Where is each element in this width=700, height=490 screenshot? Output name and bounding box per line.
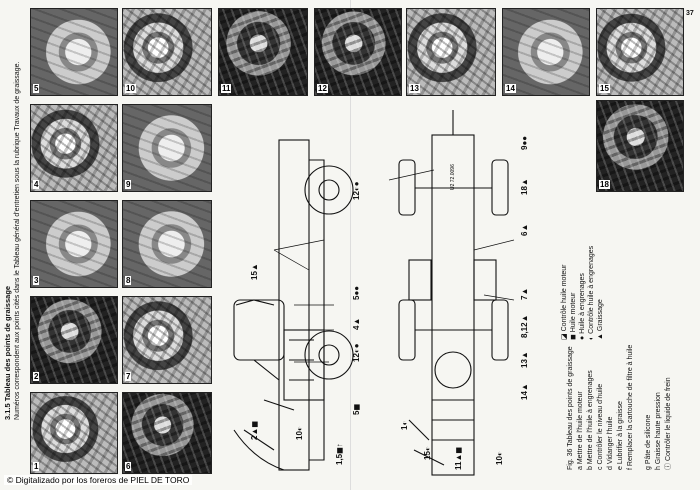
photo-number: 18: [599, 180, 610, 189]
legend-title: Fig. 36 Tableau des points de graissage: [567, 346, 574, 470]
legend-symbol: ▲: [597, 333, 604, 340]
legend-item-1: ◼ Huile moteur: [569, 293, 578, 340]
legend-note: ⓘ Contrôler le liquide de frein: [665, 377, 672, 470]
photo-number: 2: [33, 372, 40, 381]
top-view-drawing: [398, 110, 509, 476]
marker-5b: 5◼: [352, 403, 361, 415]
photo-7: 7: [122, 296, 212, 384]
marker-8-12: 8,12▲: [520, 314, 529, 339]
photo-number: 11: [221, 84, 232, 93]
legend-item-2: ● Huile à engrenages: [578, 273, 587, 340]
marker-12b: 12◐●: [352, 343, 361, 362]
photo-number: 4: [33, 180, 40, 189]
marker-15: 15▲: [250, 263, 259, 280]
legend-text: Graissage: [597, 299, 604, 332]
photo-6: 6: [122, 392, 212, 474]
legend-note: h Graisse haute pression: [655, 392, 662, 470]
photo-number: 1: [33, 462, 40, 471]
legend-symbol: ◐: [588, 335, 595, 340]
photo-number: 10: [125, 84, 136, 93]
photo-3: 3: [30, 200, 118, 288]
marker-14: 14▲: [520, 383, 529, 400]
section-title: 3.1.5 Tableau des points de graissage: [3, 285, 12, 420]
marker-5: 5●●: [352, 285, 361, 300]
page-fold: [350, 0, 351, 490]
legend-text: Contrôle huile à engrenages: [588, 245, 595, 334]
photo-number: 8: [125, 276, 132, 285]
photo-number: 15: [599, 84, 610, 93]
marker-15b: 15◐: [423, 446, 432, 460]
legend-text: Contrôle huile moteur: [561, 264, 568, 332]
legend-note: d Vidanger l'huile: [607, 416, 614, 470]
marker-7: 7▲: [520, 287, 529, 300]
marker-12a: 12◐●: [352, 181, 361, 200]
legend-note: e Lubrifier à la graisse: [617, 401, 624, 470]
marker-13: 13▲: [520, 351, 529, 368]
legend-note: c Contrôler le niveau d'huile: [597, 383, 604, 470]
legend-text: Huile moteur: [570, 292, 577, 333]
photo-11: 11: [218, 8, 308, 96]
photo-12: 12: [314, 8, 402, 96]
marker-6: 6▲: [520, 223, 529, 236]
photo-13: 13: [406, 8, 496, 96]
marker-10a: 10◐: [295, 426, 304, 440]
legend-note: a Mettre de l'huile moteur: [577, 391, 584, 470]
marker-2: 2▲◼: [250, 420, 259, 440]
marker-1-5: 1,5◼↑: [335, 443, 344, 465]
legend-note: f Remplacer la cartouche de filtre à hui…: [627, 344, 634, 470]
marker-1: 1◐: [400, 420, 409, 430]
legend-symbol: ◼: [570, 334, 577, 340]
photo-number: 14: [505, 84, 516, 93]
legend-note: b Mettre de l'huile à engrenages: [587, 370, 594, 470]
photo-number: 5: [33, 84, 40, 93]
photo-18: 18: [596, 100, 684, 192]
section-description: Numéros correspondent aux points cités d…: [14, 61, 21, 420]
photo-2: 2: [30, 296, 118, 384]
photo-15: 15: [596, 8, 684, 96]
photo-number: 9: [125, 180, 132, 189]
photo-number: 13: [409, 84, 420, 93]
legend-item-3: ◐ Contrôle huile à engrenages: [587, 246, 596, 340]
marker-9: 9●●: [520, 135, 529, 150]
photo-number: 3: [33, 276, 40, 285]
photo-1: 1: [30, 392, 118, 474]
diagram-code: U2 72.0096: [450, 164, 456, 190]
lubrication-diagram: U2 72.0096: [233, 110, 515, 476]
photo-number: 6: [125, 462, 132, 471]
marker-11: 11▲◼: [454, 446, 463, 470]
legend-text: Huile à engrenages: [579, 273, 586, 334]
legend-item-4: ▲ Graissage: [596, 299, 605, 340]
photo-9: 9: [122, 104, 212, 192]
marker-4: 4▲: [352, 317, 361, 330]
marker-18: 18▲: [520, 178, 529, 195]
photo-14: 14: [502, 8, 590, 96]
photo-number: 7: [125, 372, 132, 381]
page-number-right: 37: [686, 10, 694, 17]
legend-symbol: ◪: [561, 333, 568, 340]
footer-credit: © Digitalizado por los foreros de PIEL D…: [4, 475, 193, 485]
photo-8: 8: [122, 200, 212, 288]
legend-symbol: ●: [579, 335, 586, 340]
photo-10: 10: [122, 8, 212, 96]
legend-item-0: ◪ Contrôle huile moteur: [560, 264, 569, 340]
photo-4: 4: [30, 104, 118, 192]
photo-number: 12: [317, 84, 328, 93]
marker-10b: 10◐: [495, 451, 504, 465]
photo-5: 5: [30, 8, 118, 96]
legend-note: g Pâte de silicone: [645, 414, 652, 470]
